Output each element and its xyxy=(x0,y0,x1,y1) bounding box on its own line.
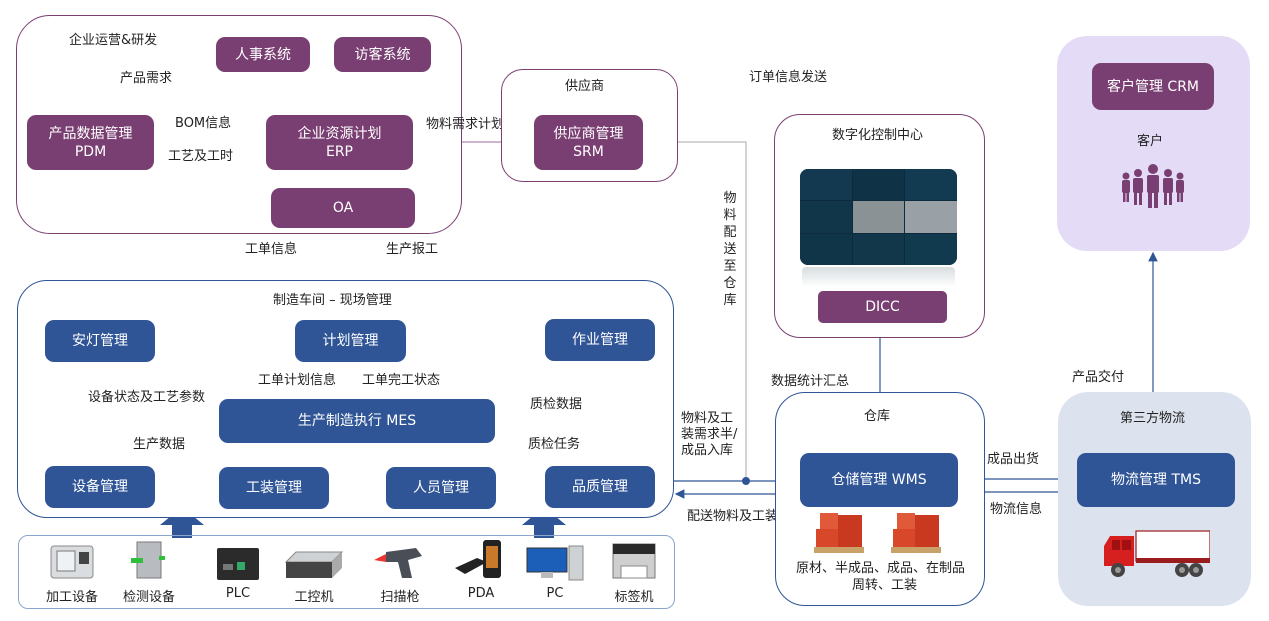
personnel-box[interactable]: 人员管理 xyxy=(386,467,496,509)
label-material-plan: 物料需求计划 xyxy=(426,117,505,132)
operation-label: 作业管理 xyxy=(572,332,628,348)
crm-label: 客户管理 CRM xyxy=(1106,78,1200,95)
label-bom: BOM信息 xyxy=(175,116,232,131)
pda-icon xyxy=(446,538,516,582)
warehouse-goods-line2: 周转、工装 xyxy=(852,578,918,593)
device-item: 标签机 xyxy=(599,538,669,605)
operation-box[interactable]: 作业管理 xyxy=(545,319,655,361)
erp-box[interactable]: 企业资源计划 ERP xyxy=(266,115,413,170)
device-label: 标签机 xyxy=(614,590,654,605)
label-material-tool-demand: 物料及工装需求半/成品入库 xyxy=(681,411,738,458)
wms-box[interactable]: 仓储管理 WMS xyxy=(800,453,958,507)
label-work-order-done: 工单完工状态 xyxy=(362,373,441,388)
srm-label-en: SRM xyxy=(573,143,604,160)
hr-system-box[interactable]: 人事系统 xyxy=(216,37,310,72)
logistics-title: 第三方物流 xyxy=(1120,411,1186,426)
desktop-pc-icon xyxy=(520,538,590,582)
inspection-device-icon xyxy=(114,538,184,582)
label-production-data: 生产数据 xyxy=(133,437,186,452)
oa-box[interactable]: OA xyxy=(271,188,415,228)
customer-title: 客户 xyxy=(1137,134,1164,149)
device-label: 加工设备 xyxy=(45,590,98,605)
wms-label: 仓储管理 WMS xyxy=(831,472,927,488)
device-item: 工控机 xyxy=(279,538,349,605)
plan-label: 计划管理 xyxy=(322,333,379,349)
mes-label: 生产制造执行 MES xyxy=(297,413,417,429)
tms-box[interactable]: 物流管理 TMS xyxy=(1077,453,1235,507)
dashboard-reflection xyxy=(802,267,955,287)
pdm-label-en: PDM xyxy=(74,143,107,160)
label-work-order-info: 工单信息 xyxy=(245,242,298,257)
dicc-label: DICC xyxy=(865,299,900,315)
device-label: 工控机 xyxy=(294,590,334,605)
quality-label: 品质管理 xyxy=(572,479,628,495)
pdm-label-cn: 产品数据管理 xyxy=(48,125,133,142)
personnel-label: 人员管理 xyxy=(413,480,469,496)
srm-label-cn: 供应商管理 xyxy=(553,125,624,142)
visitor-system-box[interactable]: 访客系统 xyxy=(334,37,431,72)
label-finished-shipping: 成品出货 xyxy=(987,452,1040,467)
label-deliver-material: 配送物料及工装 xyxy=(687,509,779,524)
label-work-order-plan: 工单计划信息 xyxy=(258,373,337,388)
equipment-label: 设备管理 xyxy=(72,479,128,495)
workshop-title: 制造车间 – 现场管理 xyxy=(273,293,392,308)
barcode-scanner-icon xyxy=(365,538,435,582)
device-item: PC xyxy=(520,538,590,601)
control-center-title: 数字化控制中心 xyxy=(832,128,924,143)
supplier-title: 供应商 xyxy=(565,79,605,94)
people-group-icon xyxy=(1122,164,1184,208)
label-qc-data: 质检数据 xyxy=(530,397,583,412)
srm-box[interactable]: 供应商管理 SRM xyxy=(534,115,643,170)
quality-box[interactable]: 品质管理 xyxy=(545,466,655,508)
device-label: PDA xyxy=(467,586,495,601)
andon-box[interactable]: 安灯管理 xyxy=(45,320,155,362)
label-production-report: 生产报工 xyxy=(386,242,439,257)
visitor-system-label: 访客系统 xyxy=(354,46,411,63)
pallet-boxes-icon xyxy=(814,513,864,553)
warehouse-goods-line1: 原材、半成品、成品、在制品 xyxy=(796,561,966,576)
label-process-time: 工艺及工时 xyxy=(168,149,234,164)
equipment-box[interactable]: 设备管理 xyxy=(45,466,155,508)
device-label: 扫描枪 xyxy=(380,590,420,605)
device-item: PDA xyxy=(446,538,516,601)
label-material-to-warehouse: 物料配送至仓库 xyxy=(723,191,737,308)
label-order-send: 订单信息发送 xyxy=(749,70,828,85)
plc-icon xyxy=(203,538,273,582)
dicc-box[interactable]: DICC xyxy=(818,291,947,323)
andon-label: 安灯管理 xyxy=(72,333,128,349)
label-product-demand: 产品需求 xyxy=(120,71,173,86)
crm-box[interactable]: 客户管理 CRM xyxy=(1092,63,1214,110)
oa-label: OA xyxy=(332,200,354,216)
hr-system-label: 人事系统 xyxy=(235,46,291,63)
label-equipment-status: 设备状态及工艺参数 xyxy=(88,390,206,405)
label-qc-task: 质检任务 xyxy=(528,437,581,452)
mes-box[interactable]: 生产制造执行 MES xyxy=(219,399,495,443)
label-product-delivery: 产品交付 xyxy=(1072,370,1125,385)
pdm-box[interactable]: 产品数据管理 PDM xyxy=(27,115,154,170)
enterprise-title: 企业运营&研发 xyxy=(69,33,158,48)
device-item: 检测设备 xyxy=(114,538,184,605)
devices-group xyxy=(18,535,675,609)
pallet-boxes-icon xyxy=(891,513,941,553)
erp-label-cn: 企业资源计划 xyxy=(297,125,382,142)
tooling-box[interactable]: 工装管理 xyxy=(219,467,329,509)
truck-icon xyxy=(1104,530,1210,577)
warehouse-title: 仓库 xyxy=(864,409,891,424)
label-printer-icon xyxy=(599,538,669,582)
device-label: 检测设备 xyxy=(122,590,175,605)
dashboard-screen-image xyxy=(800,169,957,265)
erp-label-en: ERP xyxy=(325,143,353,160)
label-data-summary: 数据统计汇总 xyxy=(771,374,850,389)
device-item: PLC xyxy=(203,538,273,601)
label-logistics-info: 物流信息 xyxy=(990,502,1043,517)
industrial-pc-icon xyxy=(279,538,349,582)
tooling-label: 工装管理 xyxy=(246,480,302,496)
cnc-machine-icon xyxy=(37,538,107,582)
device-item: 加工设备 xyxy=(37,538,107,605)
device-item: 扫描枪 xyxy=(365,538,435,605)
device-label: PC xyxy=(546,586,564,601)
tms-label: 物流管理 TMS xyxy=(1111,472,1201,488)
device-label: PLC xyxy=(225,586,251,601)
plan-box[interactable]: 计划管理 xyxy=(295,320,406,362)
